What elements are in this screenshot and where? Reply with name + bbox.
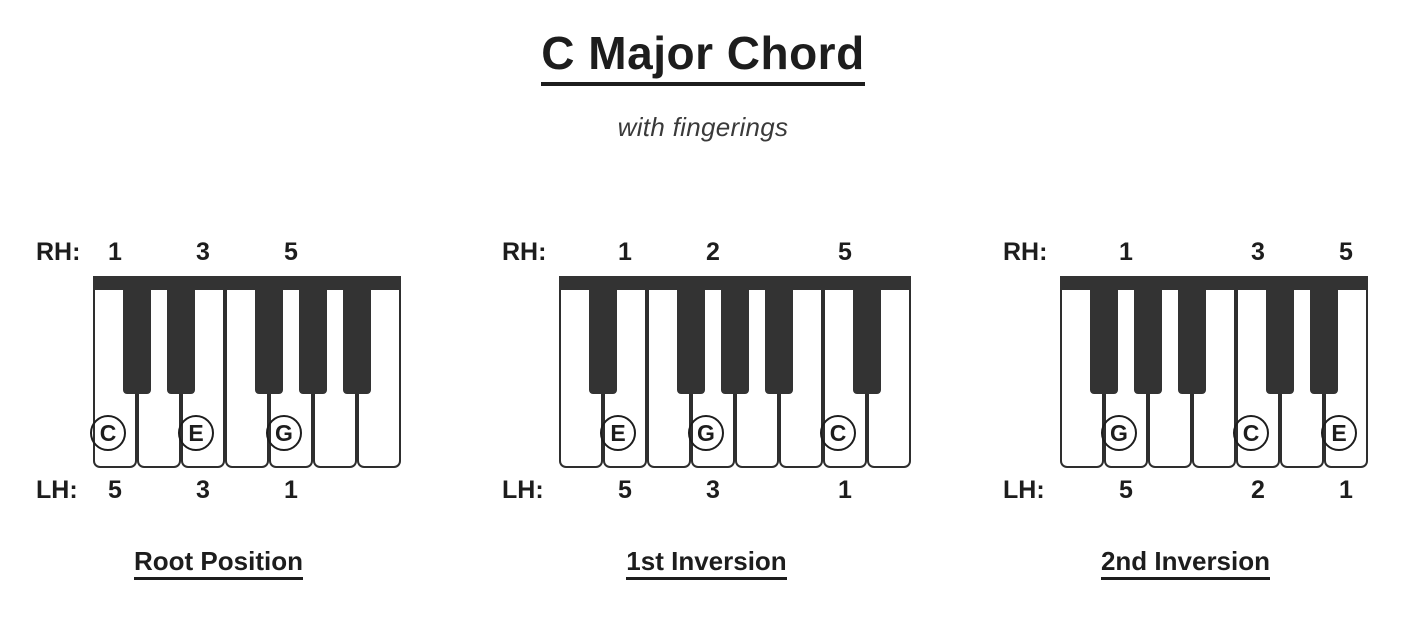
note-marker-g: G <box>688 415 724 451</box>
black-key[interactable] <box>167 276 195 394</box>
note-marker-e: E <box>1321 415 1357 451</box>
right-hand-label: RH: <box>1003 238 1048 266</box>
left-hand-fingering-row: LH: 5 3 1 <box>502 476 911 510</box>
diagram-caption-text: 1st Inversion <box>626 546 787 580</box>
note-marker-g: G <box>1101 415 1137 451</box>
black-key[interactable] <box>853 276 881 394</box>
left-hand-label: LH: <box>36 476 78 504</box>
diagram-caption: Root Position <box>36 546 401 580</box>
black-key[interactable] <box>1134 276 1162 394</box>
diagram-caption-text: 2nd Inversion <box>1100 546 1271 580</box>
diagram-caption-text: Root Position <box>134 546 303 580</box>
black-key[interactable] <box>299 276 327 394</box>
rh-finger-number: 3 <box>1251 238 1265 266</box>
right-hand-fingering-row: RH: 1 3 5 <box>1003 238 1368 272</box>
diagram-caption: 2nd Inversion <box>1003 546 1368 580</box>
black-key[interactable] <box>343 276 371 394</box>
right-hand-label: RH: <box>36 238 81 266</box>
rh-finger-number: 5 <box>838 238 852 266</box>
black-key[interactable] <box>589 276 617 394</box>
right-hand-label: RH: <box>502 238 547 266</box>
note-marker-e: E <box>178 415 214 451</box>
left-hand-label: LH: <box>1003 476 1045 504</box>
note-marker-c: C <box>820 415 856 451</box>
black-key[interactable] <box>123 276 151 394</box>
left-hand-fingering-row: LH: 5 3 1 <box>36 476 401 510</box>
chord-diagram-second-inversion: RH: 1 3 5 G C E LH: 5 2 1 2nd Inversion <box>1003 238 1368 580</box>
lh-finger-number: 5 <box>108 476 122 504</box>
note-marker-e: E <box>600 415 636 451</box>
lh-finger-number: 5 <box>618 476 632 504</box>
left-hand-label: LH: <box>502 476 544 504</box>
rh-finger-number: 1 <box>1119 238 1133 266</box>
rh-finger-number: 1 <box>108 238 122 266</box>
lh-finger-number: 3 <box>706 476 720 504</box>
right-hand-fingering-row: RH: 1 3 5 <box>36 238 401 272</box>
chord-diagram-row: RH: 1 3 5 C E G LH: 5 3 1 Root Position RH: 1 2… <box>0 238 1406 580</box>
black-key[interactable] <box>255 276 283 394</box>
rh-finger-number: 5 <box>284 238 298 266</box>
rh-finger-number: 3 <box>196 238 210 266</box>
note-marker-g: G <box>266 415 302 451</box>
lh-finger-number: 3 <box>196 476 210 504</box>
black-key[interactable] <box>677 276 705 394</box>
black-key[interactable] <box>721 276 749 394</box>
lh-finger-number: 5 <box>1119 476 1133 504</box>
chord-diagram-root-position: RH: 1 3 5 C E G LH: 5 3 1 Root Position <box>36 238 401 580</box>
right-hand-fingering-row: RH: 1 2 5 <box>502 238 911 272</box>
note-marker-c: C <box>90 415 126 451</box>
lh-finger-number: 1 <box>1339 476 1353 504</box>
black-key[interactable] <box>765 276 793 394</box>
keyboard-top-bar <box>559 276 911 290</box>
page-subtitle: with fingerings <box>617 111 789 142</box>
diagram-caption: 1st Inversion <box>502 546 911 580</box>
lh-finger-number: 1 <box>284 476 298 504</box>
black-key[interactable] <box>1090 276 1118 394</box>
black-key[interactable] <box>1178 276 1206 394</box>
rh-finger-number: 5 <box>1339 238 1353 266</box>
rh-finger-number: 1 <box>618 238 632 266</box>
lh-finger-number: 1 <box>838 476 852 504</box>
keyboard-top-bar <box>1060 276 1368 290</box>
lh-finger-number: 2 <box>1251 476 1265 504</box>
black-key[interactable] <box>1310 276 1338 394</box>
header: C Major Chord with fingerings <box>0 0 1406 143</box>
left-hand-fingering-row: LH: 5 2 1 <box>1003 476 1368 510</box>
chord-diagram-first-inversion: RH: 1 2 5 E G C LH: 5 3 1 1st Inversion <box>502 238 911 580</box>
page-title: C Major Chord <box>541 27 865 86</box>
black-key[interactable] <box>1266 276 1294 394</box>
rh-finger-number: 2 <box>706 238 720 266</box>
keyboard-top-bar <box>93 276 401 290</box>
note-marker-c: C <box>1233 415 1269 451</box>
